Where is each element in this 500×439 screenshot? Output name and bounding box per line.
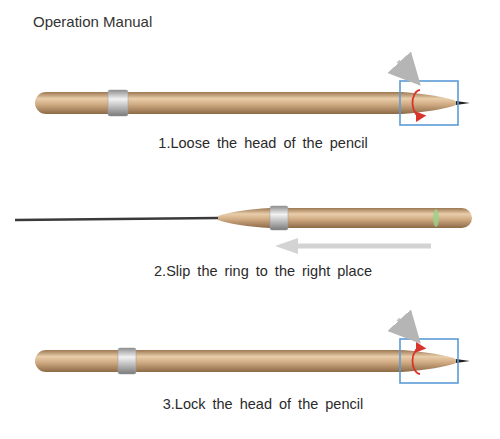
step-caption: 1.Loose the head of the pencil xyxy=(158,135,367,151)
pencil-closed xyxy=(35,61,470,125)
step-caption: 3.Lock the head of the pencil xyxy=(163,396,363,412)
manual-title: Operation Manual xyxy=(33,13,152,30)
pencil-locked xyxy=(35,319,470,383)
step-caption: 2.Slip the ring to the right place xyxy=(154,263,372,279)
pencil-open xyxy=(15,206,472,254)
